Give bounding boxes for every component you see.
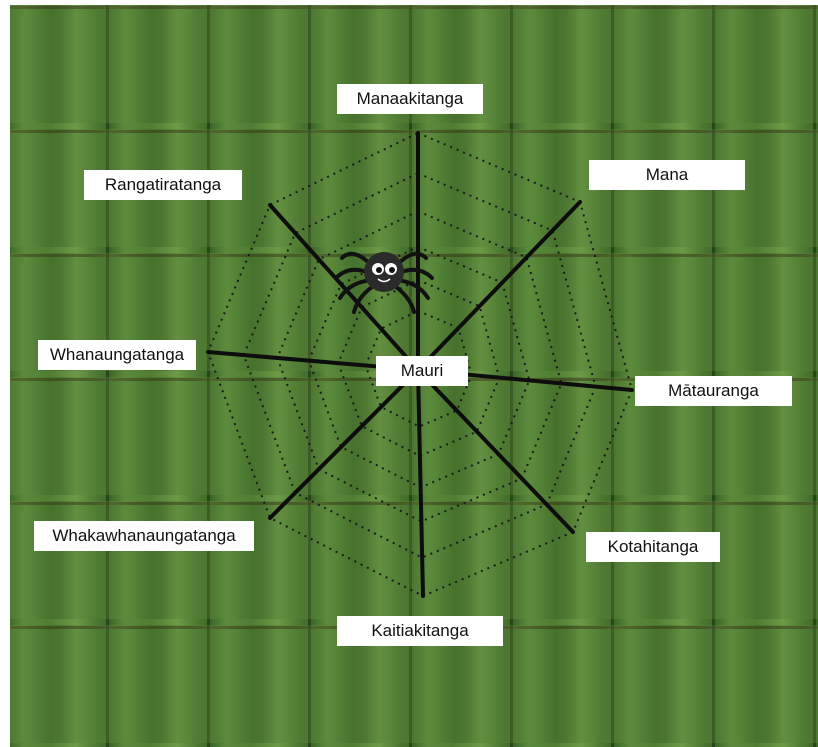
spoke-bottom-right	[418, 370, 573, 532]
label-mauri: Mauri	[376, 356, 468, 386]
spoke-top-right	[418, 202, 580, 370]
label-whanaungatanga: Whanaungatanga	[38, 340, 196, 370]
label-mana: Mana	[589, 160, 745, 190]
label-kotahitanga: Kotahitanga	[586, 532, 720, 562]
spoke-bottom	[418, 370, 423, 596]
label-rangatiratanga: Rangatiratanga	[84, 170, 242, 200]
label-manaakitanga: Manaakitanga	[337, 84, 483, 114]
label-kaitiakitanga: Kaitiakitanga	[337, 616, 503, 646]
label-matauranga: Mātauranga	[635, 376, 792, 406]
label-whakawhanaungatanga: Whakawhanaungatanga	[34, 521, 254, 551]
